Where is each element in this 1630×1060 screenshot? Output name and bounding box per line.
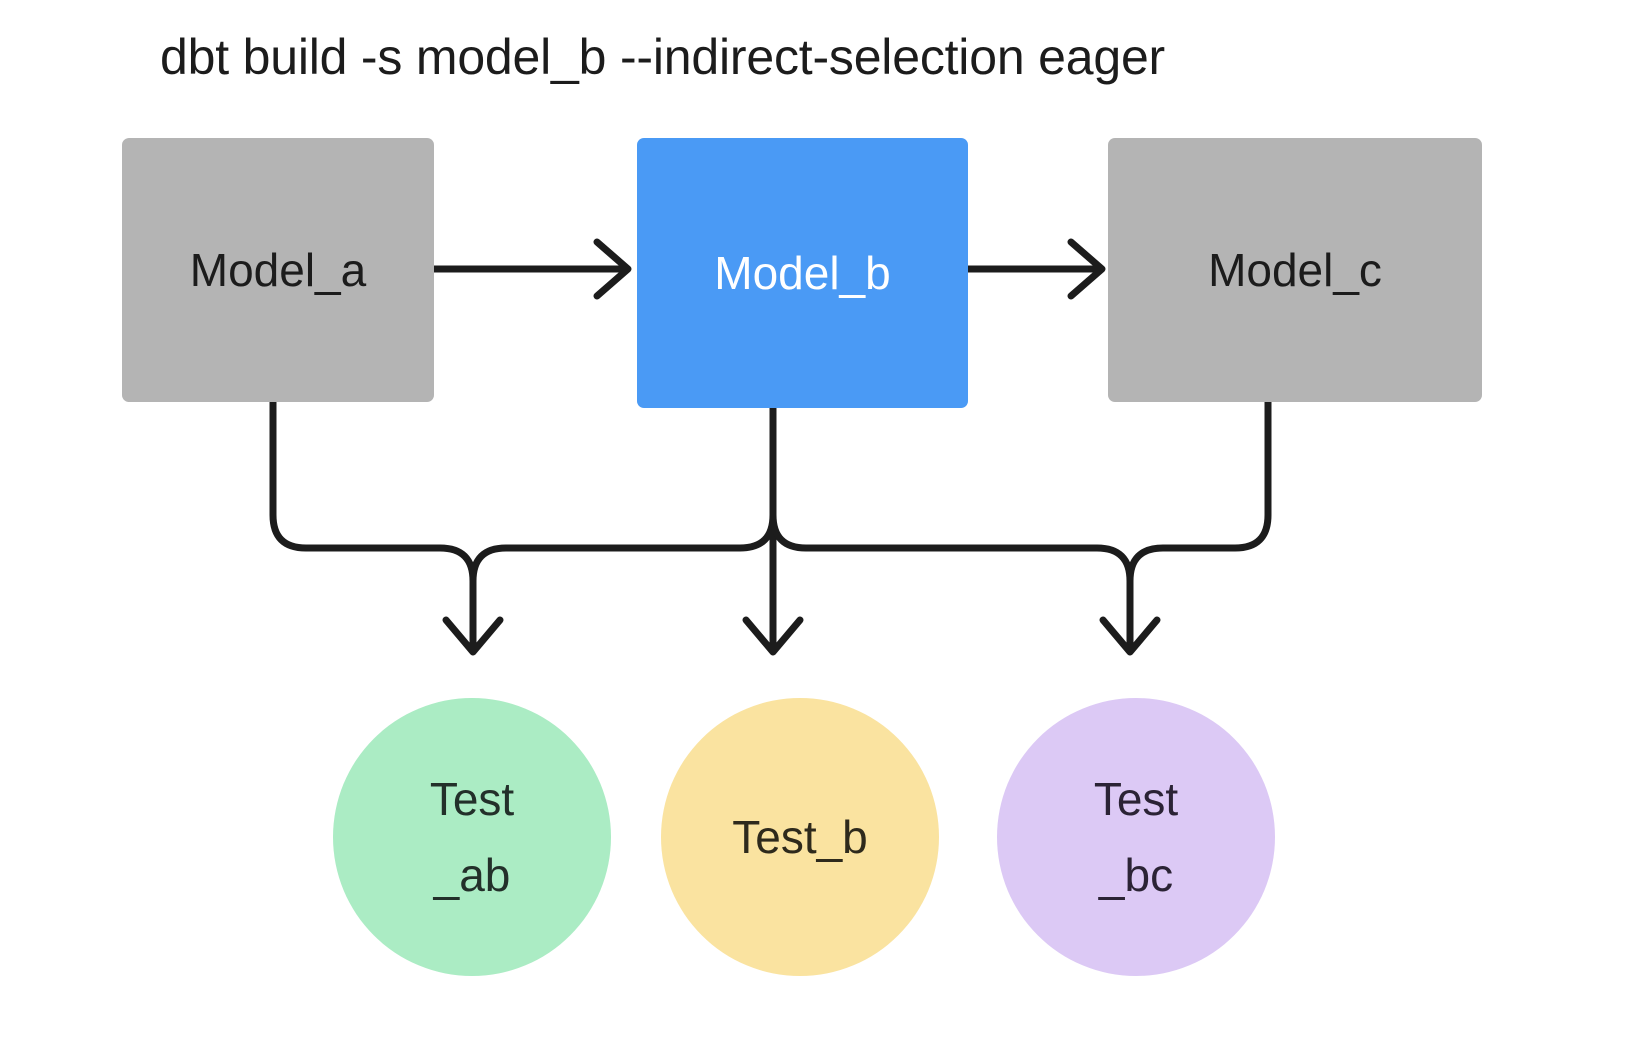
arrowhead-test-ab (442, 616, 504, 656)
node-test-b-label-line1: Test_b (732, 811, 868, 863)
edge-model-c-to-test-bc (1126, 398, 1272, 649)
node-test-ab[interactable]: Test _ab (333, 698, 611, 976)
diagram-title: dbt build -s model_b --indirect-selectio… (160, 29, 1166, 85)
node-model-c-label: Model_c (1208, 244, 1382, 296)
node-test-ab-label-line2: _ab (433, 849, 511, 901)
node-model-a-label: Model_a (189, 244, 367, 296)
node-test-ab-label-line1: Test (429, 773, 515, 825)
node-test-bc-label-line2: _bc (1098, 849, 1174, 901)
edge-model-b-to-test-bc (769, 404, 1134, 649)
node-test-bc-label-line1: Test (1093, 773, 1179, 825)
edge-model-b-to-test-ab (469, 404, 777, 649)
node-test-bc[interactable]: Test _bc (997, 698, 1275, 976)
node-model-b-label: Model_b (714, 247, 891, 299)
node-model-c[interactable]: Model_c (1108, 138, 1482, 402)
edge-model-b-to-model-c (964, 238, 1106, 300)
node-test-b[interactable]: Test_b (661, 698, 939, 976)
node-model-b[interactable]: Model_b (637, 138, 968, 408)
edge-model-a-to-model-b (430, 238, 632, 300)
edge-model-a-to-test-ab (269, 398, 477, 649)
node-model-a[interactable]: Model_a (122, 138, 434, 402)
arrowhead-test-bc (1099, 616, 1161, 656)
arrowhead-test-b (742, 616, 804, 656)
